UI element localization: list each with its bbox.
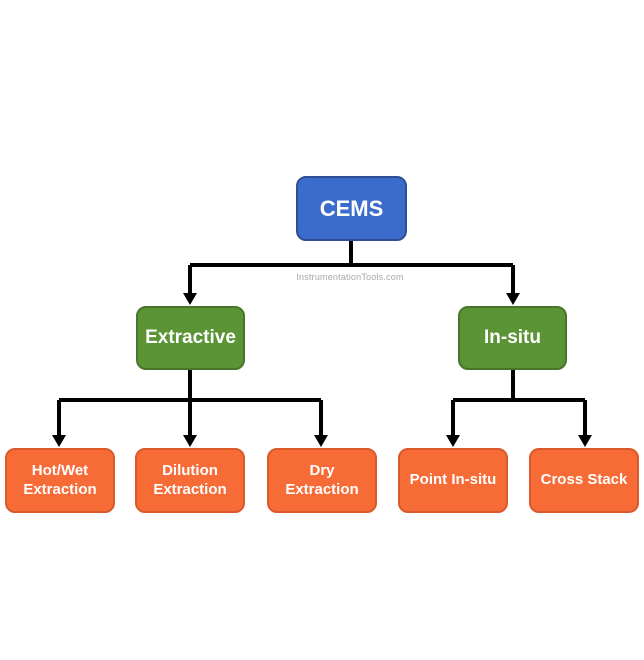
node-hot-wet-label-line1: Hot/Wet bbox=[31, 461, 89, 479]
node-in-situ-label: In-situ bbox=[484, 327, 541, 349]
arrow-to-hot-wet-extraction bbox=[52, 435, 66, 447]
connector-root-to-categories bbox=[188, 241, 515, 293]
node-cross-stack-label: Cross Stack bbox=[540, 471, 628, 489]
arrow-to-extractive bbox=[183, 293, 197, 305]
node-dilution-label-line2: Extraction bbox=[153, 480, 227, 498]
node-hot-wet-label-line2: Extraction bbox=[23, 480, 97, 498]
watermark-text: InstrumentationTools.com bbox=[296, 272, 404, 282]
arrow-to-cross-stack bbox=[578, 435, 592, 447]
node-dry-extraction: Dry Extraction bbox=[267, 448, 377, 513]
connector-extractive-to-methods bbox=[57, 370, 323, 435]
node-dilution-label-line1: Dilution bbox=[162, 461, 218, 479]
node-dry-label-line1: Dry bbox=[309, 461, 335, 479]
node-extractive: Extractive bbox=[136, 306, 245, 370]
arrow-to-point-in-situ bbox=[446, 435, 460, 447]
arrow-to-dilution-extraction bbox=[183, 435, 197, 447]
node-extractive-label: Extractive bbox=[145, 327, 236, 349]
node-dry-label-line2: Extraction bbox=[285, 480, 359, 498]
connector-in-situ-to-methods bbox=[451, 370, 587, 435]
node-cems-label: CEMS bbox=[319, 195, 384, 221]
node-in-situ: In-situ bbox=[458, 306, 567, 370]
node-cross-stack: Cross Stack bbox=[529, 448, 639, 513]
arrow-to-dry-extraction bbox=[314, 435, 328, 447]
node-dilution-extraction: Dilution Extraction bbox=[135, 448, 245, 513]
node-hot-wet-extraction: Hot/Wet Extraction bbox=[5, 448, 115, 513]
node-point-in-situ-label: Point In-situ bbox=[409, 471, 497, 489]
node-point-in-situ: Point In-situ bbox=[398, 448, 508, 513]
arrow-to-in-situ bbox=[506, 293, 520, 305]
node-cems: CEMS bbox=[296, 176, 407, 241]
